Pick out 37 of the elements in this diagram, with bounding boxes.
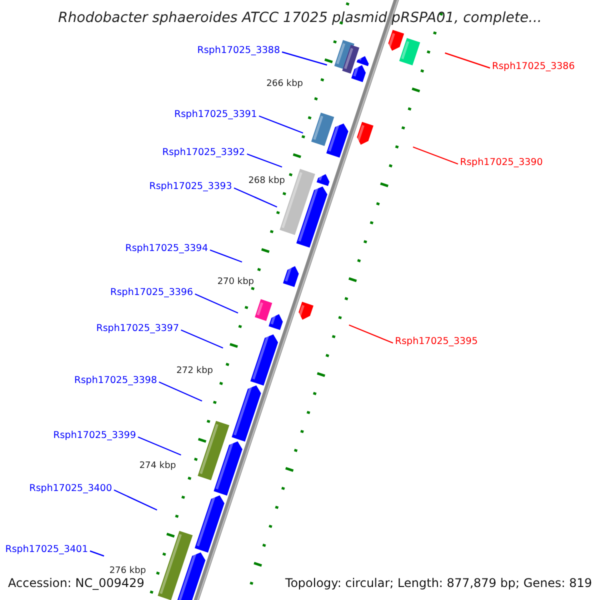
leader-line (180, 329, 224, 349)
gene-label: Rsph17025_3396 (110, 288, 193, 298)
gene-label: Rsph17025_3400 (29, 484, 112, 494)
leader-line (412, 146, 458, 165)
genome-info-text: Topology: circular; Length: 877,879 bp; Genes: 819 (285, 577, 592, 589)
gene-label: Rsph17025_3395 (395, 337, 478, 347)
leader-line (444, 52, 490, 69)
scale-label: 270 kbp (217, 278, 254, 286)
leader-line (90, 550, 104, 557)
gene-label: Rsph17025_3386 (492, 62, 575, 72)
leader-line (158, 381, 202, 402)
gene-label: Rsph17025_3401 (5, 545, 88, 555)
leader-line (246, 153, 282, 168)
gene-label: Rsph17025_3388 (197, 46, 280, 56)
gene-label: Rsph17025_3392 (162, 148, 245, 158)
scale-label: 268 kbp (248, 176, 285, 186)
gene-label: Rsph17025_3391 (174, 110, 257, 120)
scale-label: 274 kbp (139, 462, 176, 470)
leader-line (210, 249, 242, 263)
gene-label: Rsph17025_3398 (74, 376, 157, 386)
gene-label: Rsph17025_3390 (460, 158, 543, 168)
gene-label: Rsph17025_3399 (53, 431, 136, 441)
leader-line (138, 436, 182, 456)
scale-label: 272 kbp (176, 366, 213, 376)
accession-text: Accession: NC_009429 (8, 577, 144, 589)
gene-label: Rsph17025_3394 (125, 244, 208, 254)
leader-line (258, 115, 304, 134)
scale-label: 276 kbp (109, 566, 146, 576)
leader-line (114, 489, 158, 511)
gene-label: Rsph17025_3397 (96, 324, 179, 334)
leader-line (282, 51, 328, 66)
scale-label: 266 kbp (266, 80, 303, 88)
gene-label: Rsph17025_3393 (149, 182, 232, 192)
leader-line (348, 324, 394, 344)
leader-line (234, 187, 278, 208)
leader-line (194, 293, 238, 314)
map-title: Rhodobacter sphaeroides ATCC 17025 plasmid pRSPA01, complete... (57, 11, 543, 25)
